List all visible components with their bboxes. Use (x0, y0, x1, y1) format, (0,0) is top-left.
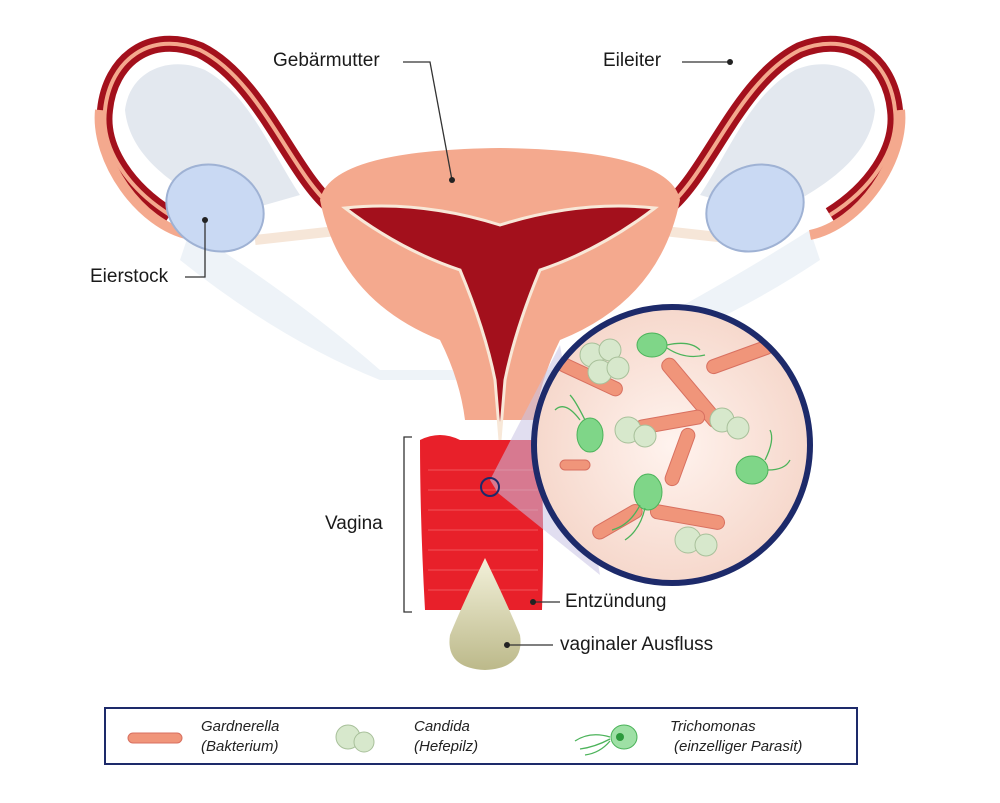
uterine-cavity (341, 204, 659, 441)
legend: Gardnerella (Bakterium) Candida (Hefepil… (104, 707, 858, 765)
discharge-drop (449, 558, 521, 670)
label-inflammation: Entzündung (565, 591, 667, 612)
magnified-spot (480, 477, 500, 497)
microbes (554, 332, 791, 557)
left-fallopian-tube (94, 35, 336, 240)
label-uterus: Gebärmutter (273, 50, 380, 71)
label-ovary: Eierstock (90, 266, 169, 287)
leader-lines (185, 61, 730, 646)
legend-type: (Hefepilz) (414, 738, 479, 755)
label-fallopian-tube: Eileiter (603, 50, 662, 71)
flagellate-parasite-icon (574, 724, 638, 756)
rod-bacterium-icon (127, 732, 183, 744)
legend-name: Gardnerella (201, 718, 280, 735)
label-discharge: vaginaler Ausfluss (560, 634, 714, 655)
legend-type: (einzelliger Parasit) (674, 738, 803, 755)
legend-type: (Bakterium) (201, 738, 279, 755)
right-ovary (705, 163, 805, 253)
label-vagina: Vagina (325, 513, 383, 534)
left-ovary (165, 163, 265, 253)
yeast-cell-icon (335, 724, 375, 753)
magnifier-frame (531, 304, 813, 586)
legend-name: Candida (414, 718, 470, 735)
legend-name: Trichomonas (670, 718, 756, 735)
